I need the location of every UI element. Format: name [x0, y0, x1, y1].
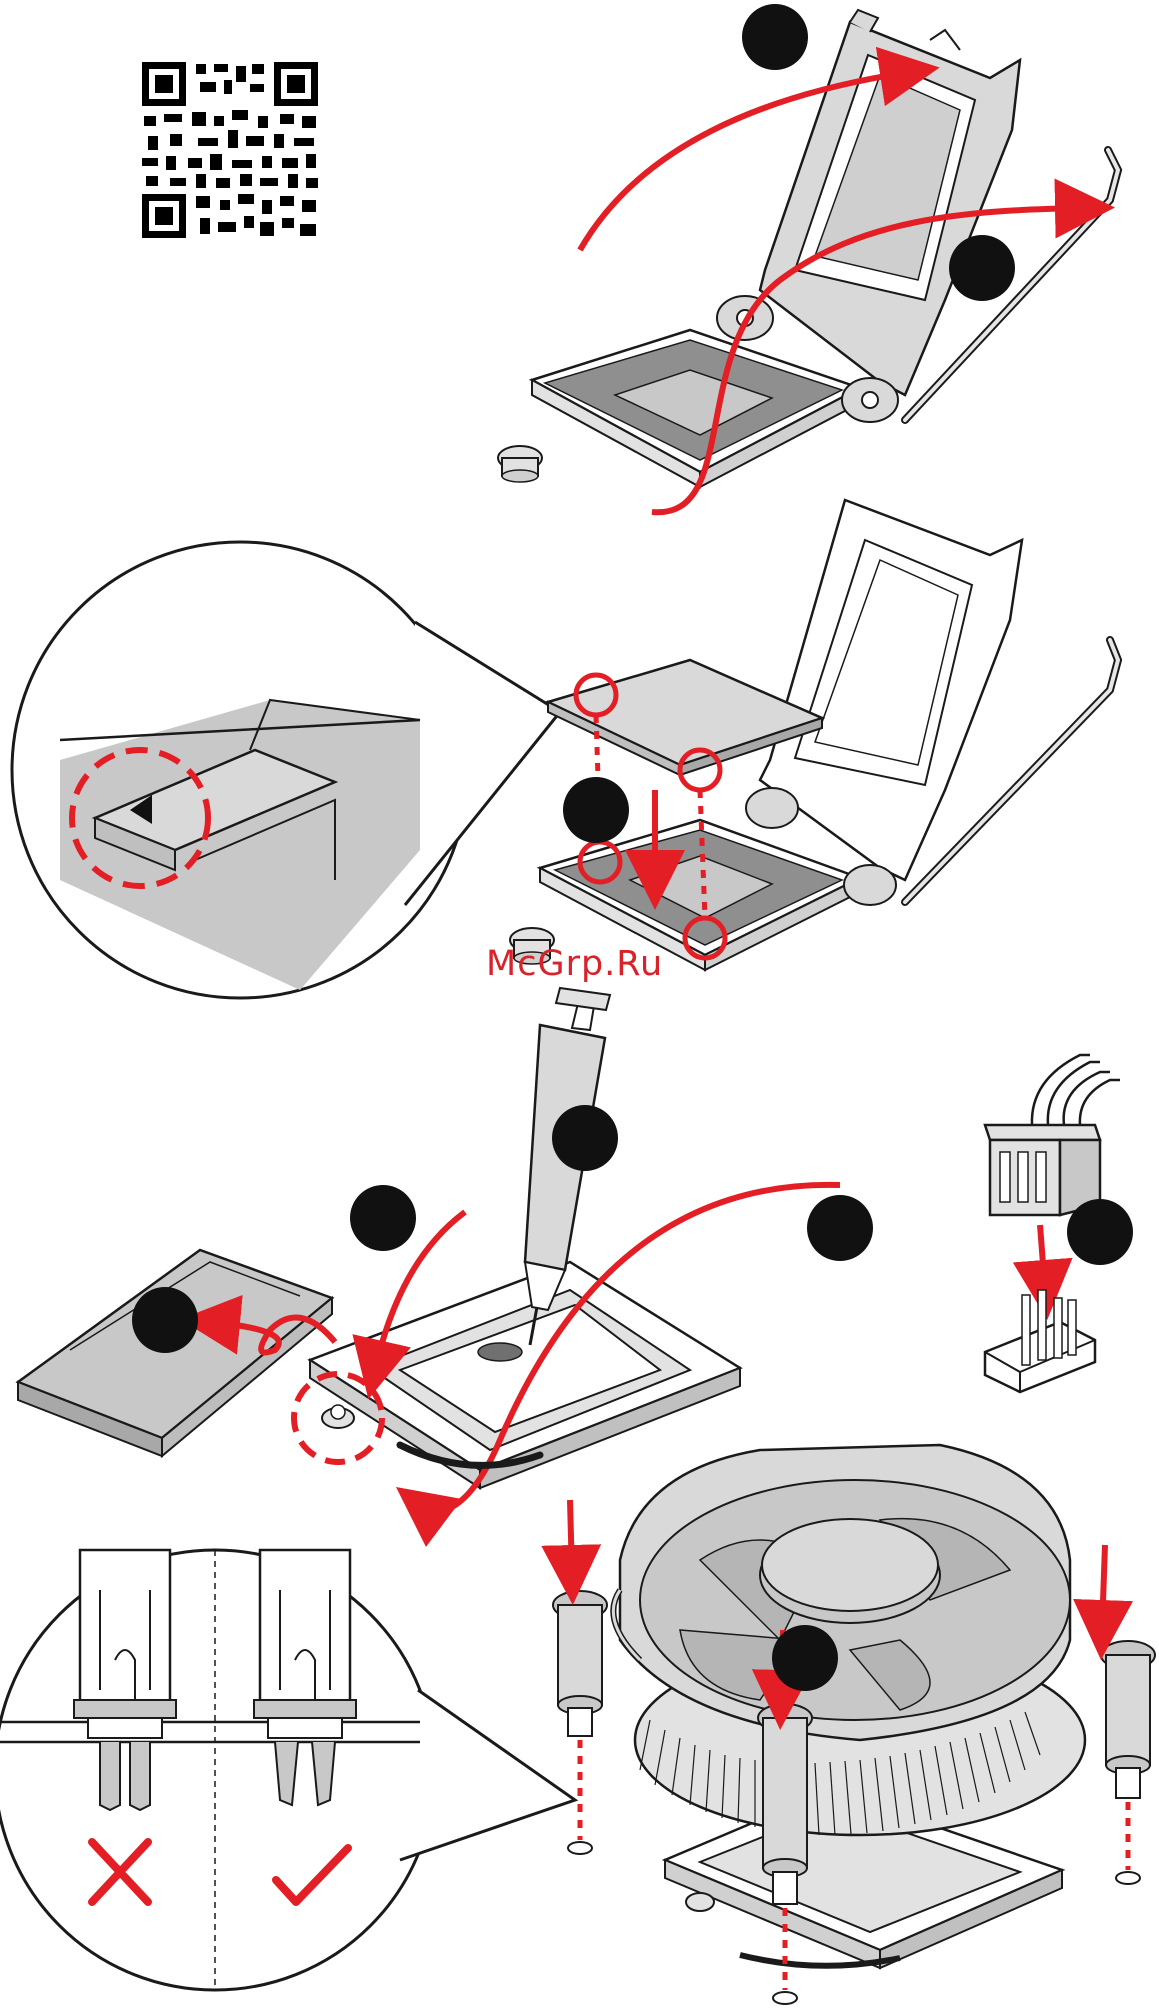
motherboard-hole — [1116, 1872, 1140, 1884]
panel-install-cooler — [553, 1445, 1155, 2004]
step-badge-6 — [132, 1287, 198, 1353]
step-badge-3 — [563, 777, 629, 843]
push-pin-zoom-circle — [0, 1550, 435, 1990]
step-badge-1 — [742, 4, 808, 70]
cooler-push-pin-left — [553, 1591, 607, 1736]
fan-cable — [1032, 1055, 1120, 1125]
socket-hinge-right — [842, 378, 898, 422]
push-pin-arrow-left — [570, 1500, 572, 1575]
watermark-text: McGrp.Ru — [486, 944, 663, 984]
cpu-socket-base — [532, 330, 860, 487]
step-badge-2 — [949, 235, 1015, 301]
fan-cable-connector — [985, 1125, 1100, 1215]
push-pin-arrow-right — [1102, 1545, 1105, 1630]
removed-protective-cap — [18, 1250, 332, 1456]
step-badge-7 — [807, 1195, 873, 1261]
panel-fan-connector — [985, 1055, 1133, 1392]
cpu-socket-closed — [310, 1262, 740, 1488]
socket-cap-small — [498, 446, 542, 482]
panel-paste-and-cap — [18, 988, 873, 1511]
panel-open-socket — [498, 4, 1118, 512]
panel-insert-cpu — [12, 500, 1118, 998]
connect-fan-arrow — [1040, 1225, 1045, 1290]
step-badge-8 — [1067, 1199, 1133, 1265]
cooler-push-pin-right — [1101, 1641, 1155, 1798]
thermal-paste-dot — [478, 1343, 522, 1361]
zoom-orientation-callout — [12, 542, 560, 998]
cpu-fan-header — [985, 1290, 1095, 1392]
motherboard-hole — [773, 1992, 797, 2004]
qr-code-icon — [140, 60, 320, 240]
panel-push-pin-zoom — [0, 1550, 575, 1990]
step-badge-4 — [552, 1105, 618, 1171]
step-badge-9 — [772, 1625, 838, 1691]
step-badge-5 — [350, 1185, 416, 1251]
motherboard-hole — [568, 1842, 592, 1854]
